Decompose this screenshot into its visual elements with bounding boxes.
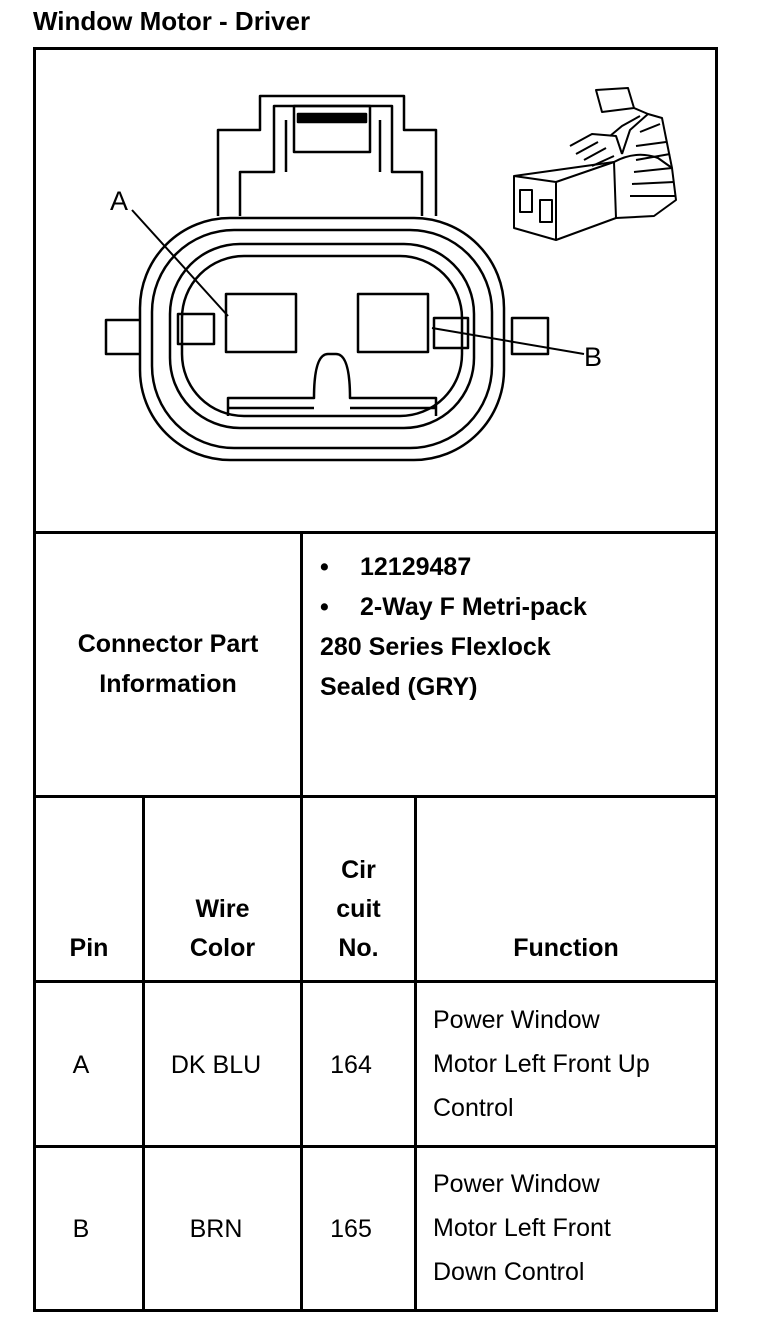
- connector-part-label-line2: Information: [99, 670, 237, 698]
- connector-housing: [138, 216, 506, 462]
- divider-header: [33, 980, 718, 983]
- bullet: •: [320, 593, 329, 621]
- divider-col-info: [300, 531, 303, 798]
- cell-function-b-line2: Motor Left Front: [433, 1214, 611, 1242]
- cell-function-a: Power Window Motor Left Front Up Control: [433, 998, 713, 1130]
- cell-pin-a: A: [72, 1051, 90, 1079]
- header-function: Function: [417, 929, 715, 968]
- connector-diagram: A B: [36, 50, 715, 531]
- connector-description-line1: 2-Way F Metri-pack: [360, 593, 587, 621]
- connector-lock-tab: [216, 94, 438, 216]
- cell-function-a-line2: Motor Left Front Up: [433, 1050, 650, 1078]
- cell-circuit-a: 164: [330, 1051, 372, 1079]
- header-pin: Pin: [36, 929, 142, 968]
- connector-part-label: Connector Part Information: [36, 534, 300, 794]
- header-wire-color: Wire Color: [145, 890, 300, 968]
- connector-part-info: • 12129487 • 2-Way F Metri-pack 280 Seri…: [320, 547, 710, 707]
- cell-wire-color-b: BRN: [189, 1215, 243, 1243]
- header-circuit-line2: cuit: [336, 895, 381, 923]
- bullet: •: [320, 553, 329, 581]
- header-circuit-line3: No.: [338, 934, 379, 962]
- pin-label-b: B: [584, 342, 602, 372]
- cell-function-a-line1: Power Window: [433, 1006, 600, 1034]
- leader-line-b: [431, 327, 585, 355]
- pin-label-a: A: [110, 186, 128, 216]
- page-title: Window Motor - Driver: [33, 6, 311, 36]
- cell-function-b: Power Window Motor Left Front Down Contr…: [433, 1162, 713, 1294]
- cell-function-b-line3: Down Control: [433, 1258, 585, 1286]
- cell-function-b-line1: Power Window: [433, 1170, 600, 1198]
- cavity-b: [356, 292, 430, 354]
- part-number: 12129487: [360, 553, 472, 581]
- header-wire-color-line1: Wire: [195, 895, 250, 923]
- connector-part-label-line1: Connector Part: [77, 630, 259, 658]
- divider-col-pin: [142, 795, 145, 1312]
- cell-function-a-line3: Control: [433, 1094, 514, 1122]
- table-frame: [33, 47, 718, 1312]
- cavity-a: [224, 292, 298, 354]
- divider-col-circuit: [414, 795, 417, 1312]
- divider-connector-info: [33, 795, 718, 798]
- header-circuit-line1: Cir: [341, 856, 376, 884]
- divider-col-wire: [300, 795, 303, 1312]
- header-pin-text: Pin: [69, 934, 109, 962]
- leader-line-a: [131, 209, 229, 317]
- header-wire-color-line2: Color: [189, 934, 256, 962]
- cell-pin-b: B: [72, 1215, 90, 1243]
- connector-right-ear: [510, 316, 550, 356]
- connector-description-line2: 280 Series Flexlock: [320, 633, 551, 661]
- divider-diagram: [33, 531, 718, 534]
- header-function-text: Function: [513, 934, 619, 962]
- part-number-item: • 12129487: [320, 547, 710, 587]
- cell-circuit-b: 165: [330, 1215, 372, 1243]
- connector-isometric-icon: [513, 87, 677, 241]
- divider-row-a: [33, 1145, 718, 1148]
- connector-description-line3: Sealed (GRY): [320, 673, 478, 701]
- connector-description-item: • 2-Way F Metri-pack: [320, 587, 710, 627]
- header-circuit: Cir cuit No.: [303, 851, 414, 968]
- cell-wire-color-a: DK BLU: [170, 1051, 262, 1079]
